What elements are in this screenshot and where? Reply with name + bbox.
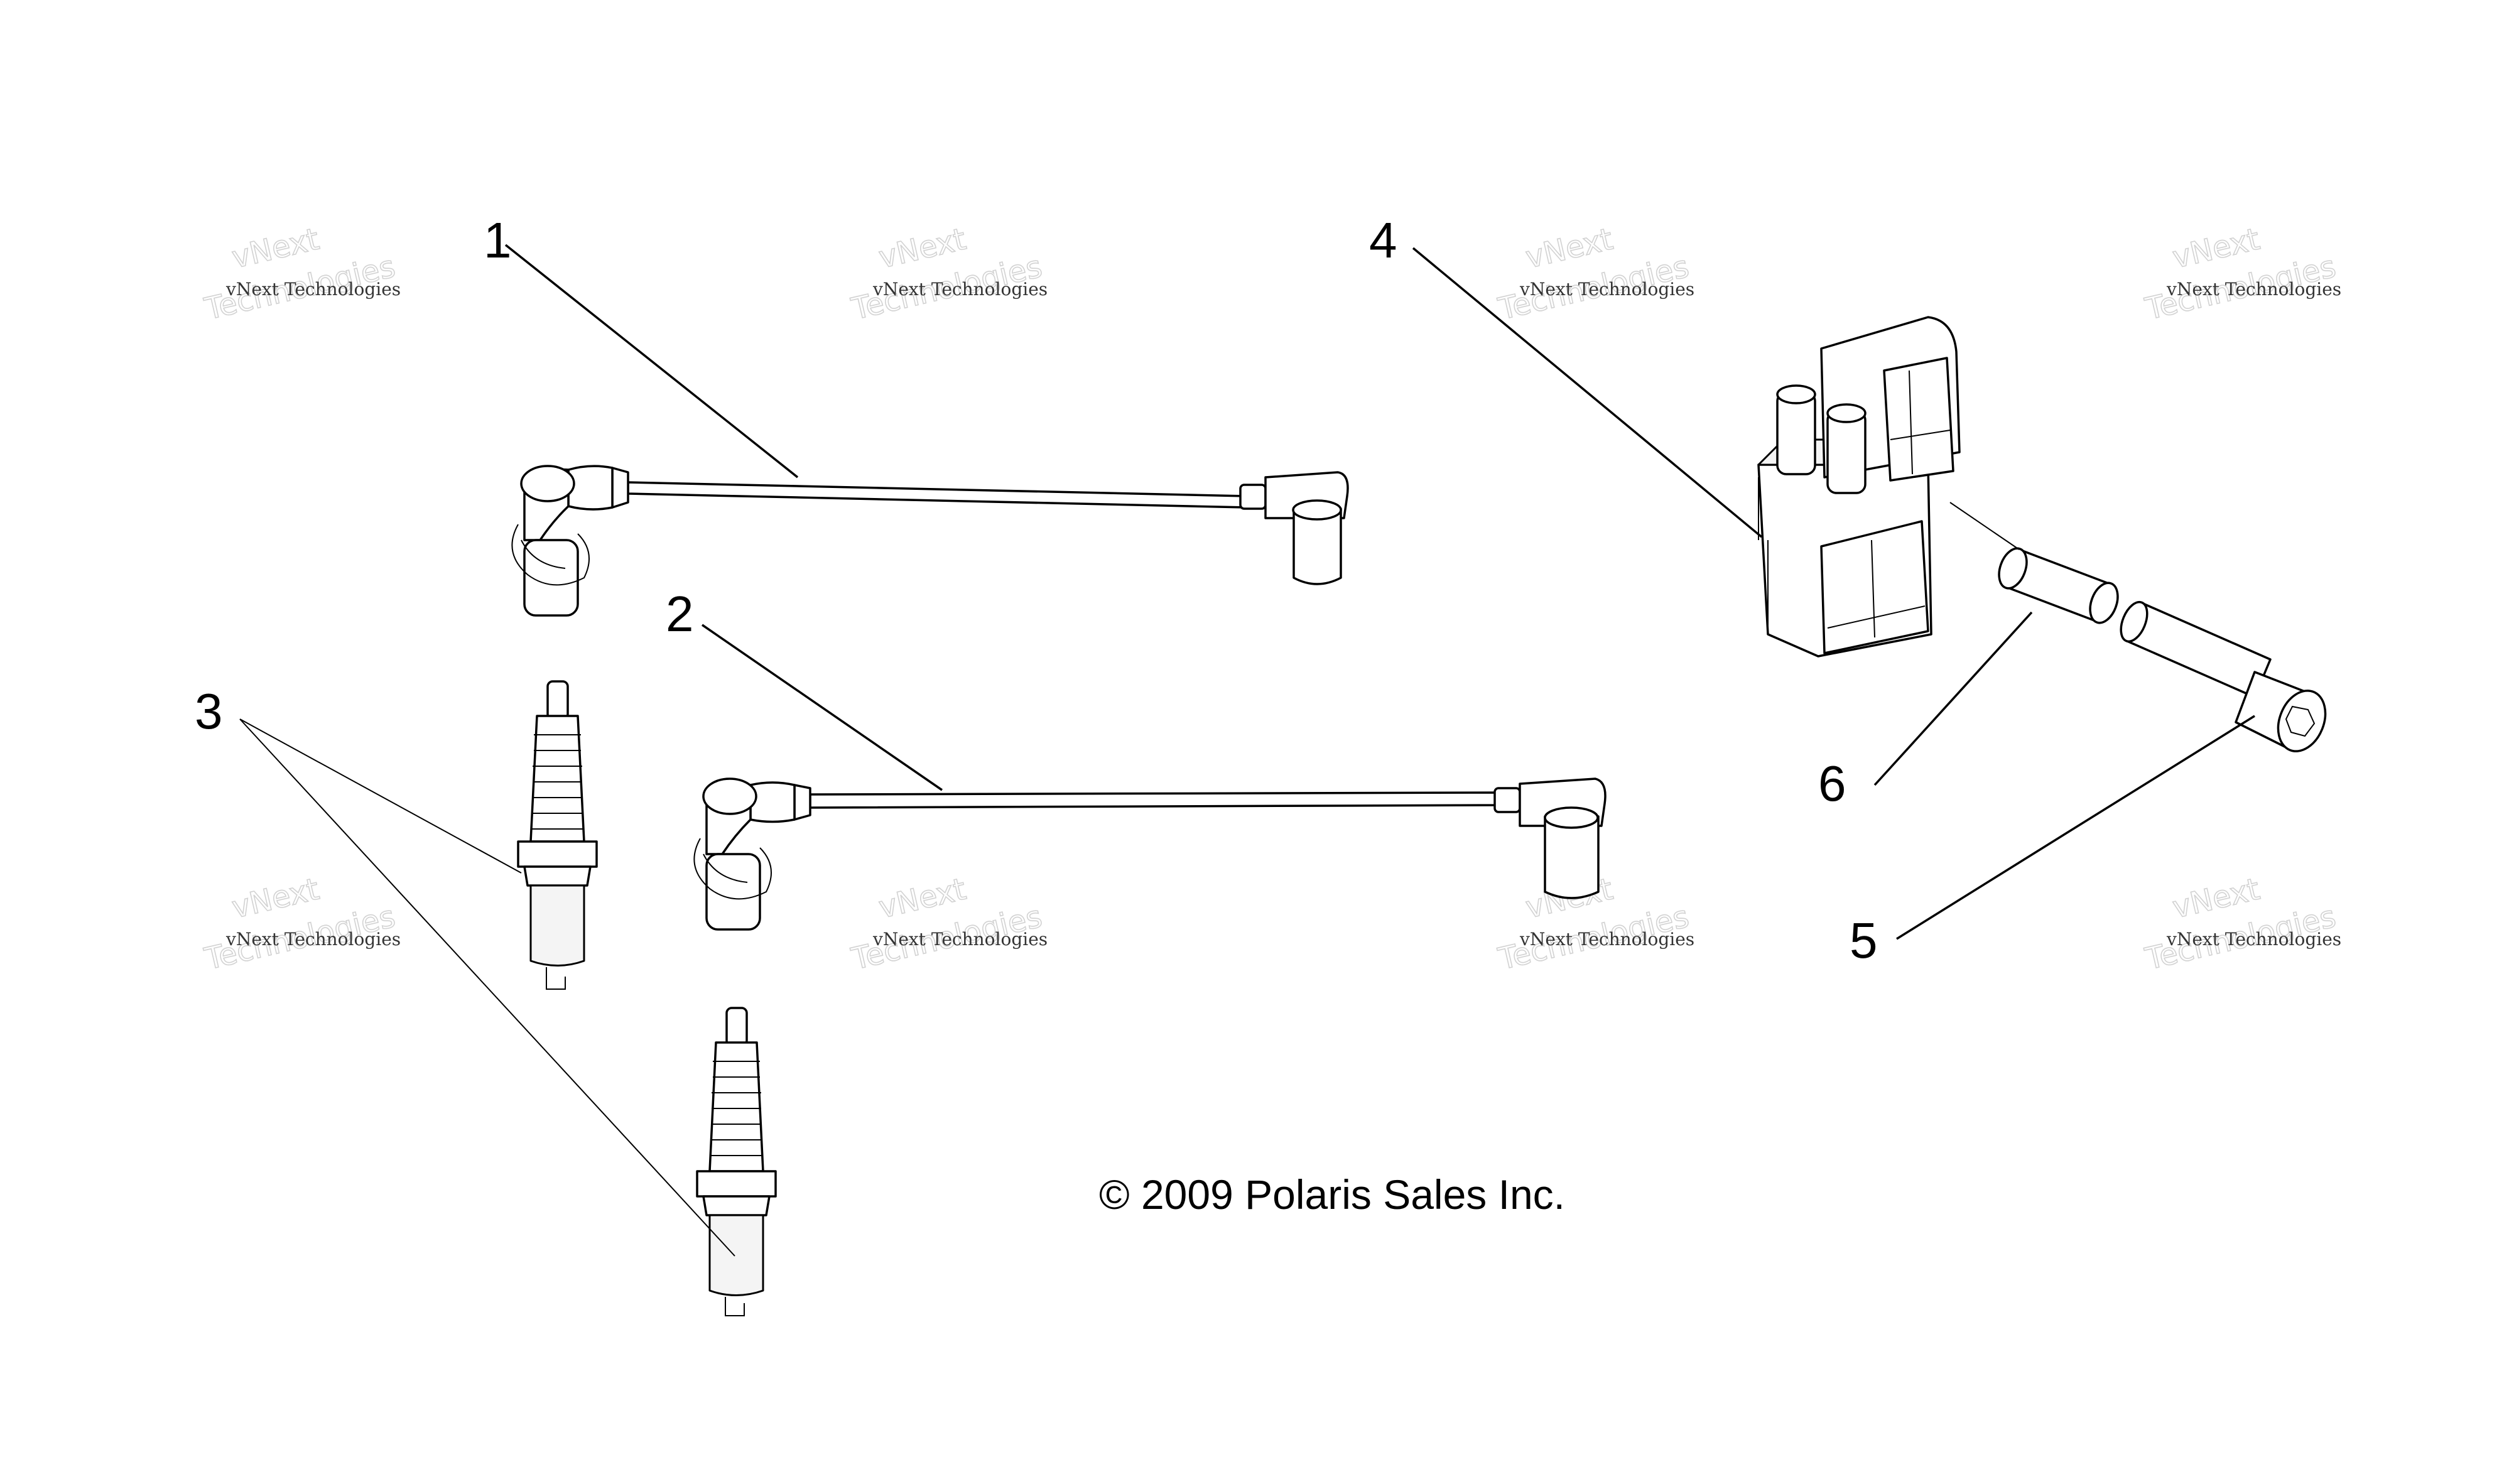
socket-head-bolt[interactable] — [2116, 598, 2334, 759]
watermark-group: vNext Technologies vNext Technologies vN… — [201, 221, 2342, 978]
callout-6: 6 — [1818, 756, 1846, 811]
watermark: vNext Technologies vNext Technologies — [201, 871, 401, 978]
leader-lines — [239, 244, 2255, 1257]
callout-3: 3 — [195, 683, 223, 739]
watermark: vNext Technologies vNext Technologies — [848, 221, 1048, 328]
spacer-sleeve[interactable] — [1994, 544, 2123, 627]
watermark: vNext Technologies vNext Technologies — [2142, 871, 2342, 978]
copyright-notice: © 2009 Polaris Sales Inc. — [1099, 1171, 1565, 1218]
svg-text:vNext Technologies: vNext Technologies — [2166, 929, 2341, 950]
svg-text:vNext Technologies: vNext Technologies — [225, 279, 401, 300]
svg-text:vNext Technologies: vNext Technologies — [2166, 279, 2341, 300]
callout-2: 2 — [666, 586, 694, 642]
spark-plug-lower[interactable] — [696, 1007, 777, 1316]
spark-plug-wire-1[interactable] — [511, 465, 1349, 617]
watermark: vNext Technologies vNext Technologies — [848, 871, 1048, 978]
callout-5: 5 — [1850, 913, 1878, 968]
svg-text:vNext Technologies: vNext Technologies — [225, 929, 401, 950]
callout-1: 1 — [484, 212, 512, 268]
svg-text:vNext Technologies: vNext Technologies — [872, 929, 1048, 950]
watermark: vNext Technologies vNext Technologies — [201, 221, 401, 328]
spark-plug-wire-2[interactable] — [693, 777, 1607, 931]
svg-text:vNext Technologies: vNext Technologies — [1519, 929, 1694, 950]
ignition-coil[interactable] — [1757, 316, 1961, 658]
watermark: vNext Technologies vNext Technologies — [1495, 221, 1695, 328]
callout-4: 4 — [1369, 212, 1397, 268]
spark-plug-upper[interactable] — [517, 680, 598, 990]
svg-text:vNext Technologies: vNext Technologies — [1519, 279, 1694, 300]
watermark: vNext Technologies vNext Technologies — [2142, 221, 2342, 328]
svg-text:vNext Technologies: vNext Technologies — [872, 279, 1048, 300]
